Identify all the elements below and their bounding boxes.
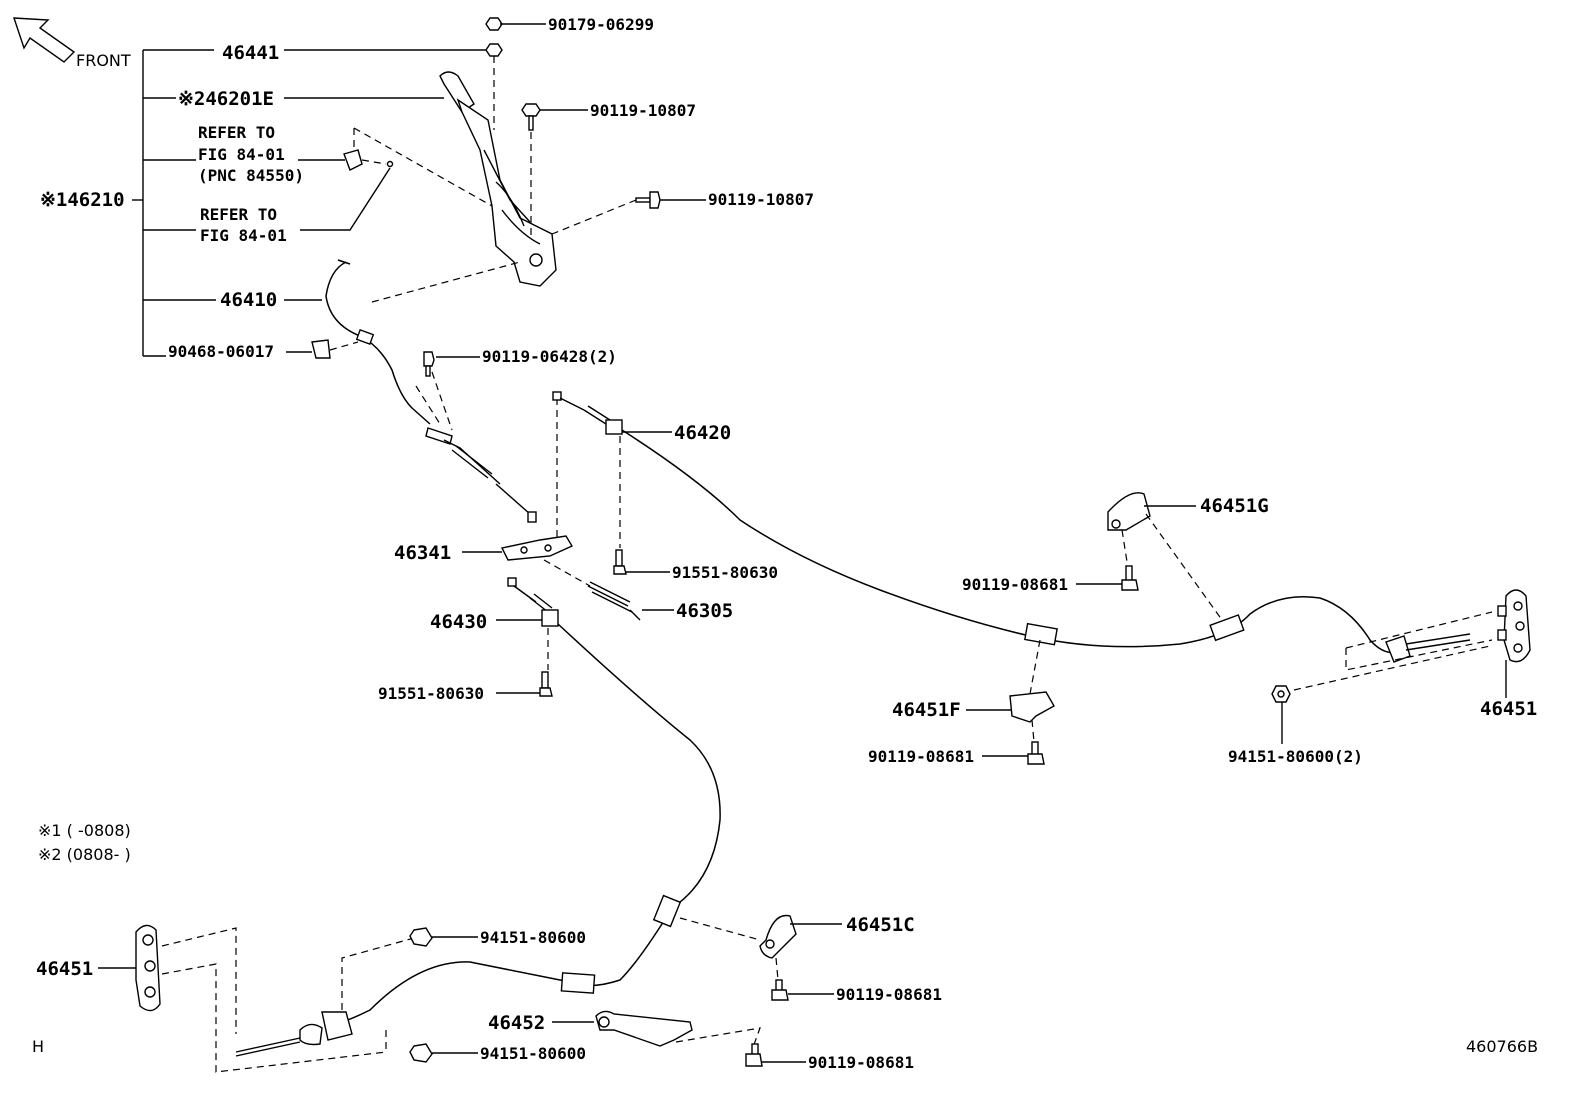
label-46451f: 46451F [892,699,961,721]
label-90119-08681-d: 90119-08681 [808,1053,914,1072]
label-46341: 46341 [394,542,451,564]
label-refer1-line2: FIG 84-01 [198,145,285,164]
nut-icon [409,927,433,947]
label-refer2-line2: FIG 84-01 [200,226,287,245]
backing-plate-right [1497,589,1531,663]
cable-clamp [1009,691,1055,723]
label-46305: 46305 [676,600,733,622]
front-arrow-icon [13,17,76,63]
nut-icon [409,1043,433,1063]
rear-cable-right [552,391,1471,663]
parking-brake-lever [439,71,557,287]
label-refer1-line1: REFER TO [198,123,275,142]
bolt-icon [613,549,627,575]
bolt-icon [1027,741,1045,765]
bolt-icon [635,191,661,209]
label-90468-06017: 90468-06017 [168,342,274,361]
note-1: ※1 ( -0808) [38,821,131,840]
bolt-icon [521,103,541,131]
bolt-icon [745,1043,763,1067]
bolt-icon [539,671,553,697]
bolt-icon [1121,565,1139,591]
cable-clamp [1107,492,1151,531]
corner-mark: H [32,1037,44,1056]
front-cable [325,259,537,523]
spring [587,581,641,621]
label-46451g: 46451G [1200,495,1269,517]
label-46441: 46441 [222,42,279,64]
label-90119-10807-a: 90119-10807 [590,101,696,120]
backing-plate-left [135,924,161,1012]
label-94151-80600-b: 94151-80600 [480,1044,586,1063]
bolt-icon [771,979,789,1001]
note-2: ※2 (0808- ) [38,845,131,864]
label-94151-80600-2: 94151-80600(2) [1228,747,1363,766]
label-46451-left: 46451 [36,958,93,980]
label-46451c: 46451C [846,914,915,936]
label-90119-08681-c: 90119-08681 [836,985,942,1004]
nut-icon [1271,685,1291,703]
label-46452: 46452 [488,1012,545,1034]
label-90119-08681-b: 90119-08681 [868,747,974,766]
bolt-icon [423,351,435,377]
label-91551-80630-b: 91551-80630 [378,684,484,703]
label-90119-10807-b: 90119-10807 [708,190,814,209]
cable-bracket [595,1010,693,1047]
label-46201e: ※246201E [178,88,274,110]
label-46410: 46410 [220,289,277,311]
assembly-bracket [132,49,216,357]
label-90119-08681-a: 90119-08681 [962,575,1068,594]
label-46451-right: 46451 [1480,698,1537,720]
clip-icon [343,149,394,171]
clip-icon [311,339,331,359]
label-46210: ※146210 [40,189,125,211]
nut-icon [485,17,503,57]
label-refer1-line3: (PNC 84550) [198,166,304,185]
label-94151-80600-a: 94151-80600 [480,928,586,947]
cable-clamp [759,914,797,959]
label-91551-80630-a: 91551-80630 [672,563,778,582]
equalizer-bracket [500,535,574,561]
rear-cable-left [235,577,721,1057]
label-90179-06299: 90179-06299 [548,15,654,34]
front-label: FRONT [76,51,131,70]
label-refer2-line1: REFER TO [200,205,277,224]
label-46430: 46430 [430,611,487,633]
figure-code: 460766B [1466,1037,1538,1056]
label-90119-06428: 90119-06428(2) [482,347,617,366]
label-46420: 46420 [674,422,731,444]
